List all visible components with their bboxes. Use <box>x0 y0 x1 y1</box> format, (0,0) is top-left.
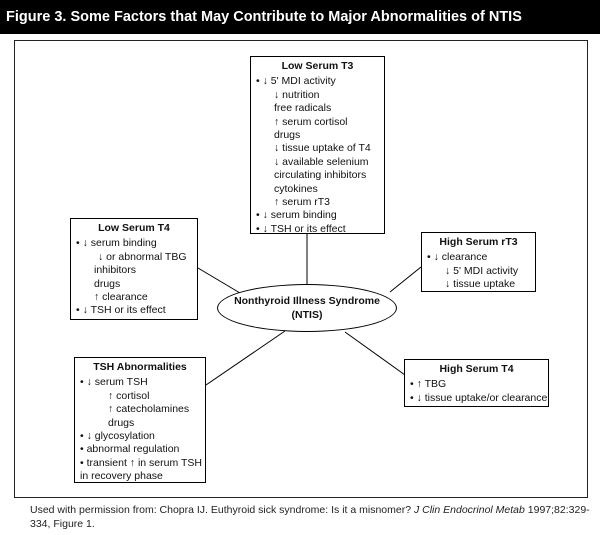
box-title: High Serum rT3 <box>439 236 518 248</box>
factor-line: ↑ cortisol <box>108 389 150 402</box>
factor-line: • ↓ serum TSH <box>80 376 148 389</box>
low-serum-t4-box: Low Serum T4 • ↓ serum binding ↓ or abno… <box>70 218 198 320</box>
factor-line: ↓ available selenium <box>274 155 369 168</box>
figure-title: Figure 3. Some Factors that May Contribu… <box>0 0 600 34</box>
factor-line: circulating inhibitors <box>274 169 367 182</box>
high-serum-t4-box: High Serum T4 • ↑ TBG • ↓ tissue uptake/… <box>404 359 549 407</box>
factor-line: • ↑ TBG <box>410 378 447 391</box>
factor-line: ↑ serum rT3 <box>274 196 331 209</box>
factor-line: ↓ tissue uptake <box>445 278 516 291</box>
citation: Used with permission from: Chopra IJ. Eu… <box>30 504 590 531</box>
factor-line: • ↓ TSH or its effect <box>76 304 166 317</box>
high-serum-rt3-box: High Serum rT3 • ↓ clearance ↓ 5' MDI ac… <box>421 232 536 292</box>
factor-line: • ↓ clearance <box>427 251 488 264</box>
connector-tsh <box>205 330 286 386</box>
factor-line: • ↓ glycosylation <box>80 430 155 443</box>
box-title: Low Serum T4 <box>98 222 170 234</box>
factor-line: inhibitors <box>94 264 137 277</box>
factor-line: • abnormal regulation <box>80 443 180 456</box>
factor-line: ↑ catecholamines <box>108 403 190 416</box>
factor-line: • transient ↑ in serum TSH <box>80 456 202 469</box>
factor-line: ↑ clearance <box>94 291 148 304</box>
center-abbrev: (NTIS) <box>291 309 323 321</box>
factor-line: • ↓ serum binding <box>256 209 337 222</box>
factor-line: ↓ nutrition <box>274 88 320 101</box>
center-label: Nonthyroid Illness Syndrome <box>234 295 380 307</box>
citation-text: Used with permission from: Chopra IJ. Eu… <box>30 504 414 516</box>
citation-ref: 1997;82:329-334, Figure 1. <box>30 504 590 530</box>
factor-line: ↑ serum cortisol <box>274 115 348 128</box>
factor-line: ↓ 5' MDI activity <box>445 264 519 277</box>
connector-low-t4 <box>197 267 241 294</box>
factor-line: • ↓ serum binding <box>76 237 157 250</box>
box-title: TSH Abnormalities <box>93 361 187 373</box>
connector-high-t4 <box>344 331 406 376</box>
factor-line: • ↓ 5' MDI activity <box>256 75 336 88</box>
box-title: High Serum T4 <box>439 363 514 375</box>
factor-line: free radicals <box>274 102 332 115</box>
factor-line: cytokines <box>274 182 318 195</box>
factor-line: ↓ or abnormal TBG <box>98 250 187 263</box>
connector-high-rt3 <box>389 266 422 293</box>
citation-journal: J Clin Endocrinol Metab <box>413 504 525 516</box>
box-title: Low Serum T3 <box>281 60 354 72</box>
factor-line: ↓ tissue uptake of T4 <box>274 142 371 155</box>
ntis-center-oval: Nonthyroid Illness Syndrome (NTIS) <box>217 284 397 332</box>
factor-line: drugs <box>94 277 121 290</box>
factor-line: drugs <box>108 416 135 429</box>
factor-line: in recovery phase <box>80 470 163 483</box>
factor-line: drugs <box>274 129 301 142</box>
factor-line: • ↓ TSH or its effect <box>256 222 346 235</box>
figure-frame <box>14 40 588 498</box>
tsh-abnormalities-box: TSH Abnormalities • ↓ serum TSH ↑ cortis… <box>74 357 206 483</box>
factor-line: • ↓ tissue uptake/or clearance <box>410 391 548 404</box>
low-serum-t3-box: Low Serum T3 • ↓ 5' MDI activity ↓ nutri… <box>250 56 385 235</box>
